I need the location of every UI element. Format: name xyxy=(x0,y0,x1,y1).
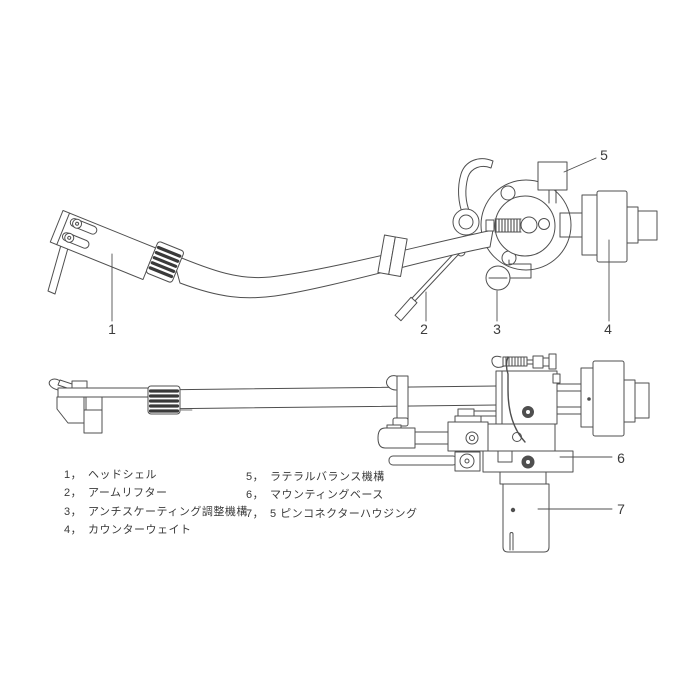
counterweight-top xyxy=(559,190,658,263)
arm-rest-clamp-side xyxy=(386,375,409,435)
cueing-lever xyxy=(388,451,481,472)
antiskate-dial xyxy=(485,259,532,291)
callout-7: 7 xyxy=(617,501,625,517)
connector-housing xyxy=(499,471,550,553)
legend-item-7: 7，5 ピンコネクターハウジング xyxy=(246,507,418,520)
legend-column-right: 5，ラテラルバランス機構 6，マウンティングベース 7，5 ピンコネクターハウジ… xyxy=(246,468,418,523)
legend-item-3: 3，アンチスケーティング調整機構 xyxy=(64,505,248,518)
mounting-base xyxy=(482,450,574,473)
housing-screw xyxy=(522,406,534,418)
side-view-diagram xyxy=(48,353,650,553)
locking-collar-side xyxy=(147,385,181,415)
arm-tube-side xyxy=(149,385,498,411)
headshell-finger-lift-top xyxy=(47,244,69,295)
callout-3: 3 xyxy=(493,321,501,337)
antiskate-wire xyxy=(505,356,526,443)
legend-item-1: 1，ヘッドシェル xyxy=(64,469,157,481)
leader-lines-top xyxy=(111,157,610,322)
lateral-balance-block xyxy=(537,161,568,204)
callout-6: 6 xyxy=(617,450,625,466)
legend-column-left: 1，ヘッドシェル 2，アームリフター 3，アンチスケーティング調整機構 4，カウ… xyxy=(64,466,248,540)
locking-collar-top xyxy=(146,241,184,283)
callout-5: 5 xyxy=(600,147,608,163)
legend-item-2: 2，アームリフター xyxy=(64,487,168,500)
legend-item-6: 6，マウンティングベース xyxy=(246,489,384,502)
tracking-spring-top xyxy=(485,216,550,234)
headshell-top xyxy=(49,210,157,280)
legend-item-4: 4，カウンターウェイト xyxy=(64,524,192,537)
arm-rest-clamp-top xyxy=(377,234,408,277)
pivot-screw-top xyxy=(500,185,516,201)
counterweight-side xyxy=(556,360,650,437)
antiskate-spring-side xyxy=(491,353,557,370)
headshell-side xyxy=(48,378,149,434)
arm-lifter-side xyxy=(377,421,489,452)
top-view-diagram xyxy=(47,157,658,322)
leader-lines-side xyxy=(537,456,613,510)
callout-1: 1 xyxy=(108,321,116,337)
legend-item-5: 5，ラテラルバランス機構 xyxy=(246,471,385,483)
callout-2: 2 xyxy=(420,321,428,337)
callout-4: 4 xyxy=(604,321,612,337)
